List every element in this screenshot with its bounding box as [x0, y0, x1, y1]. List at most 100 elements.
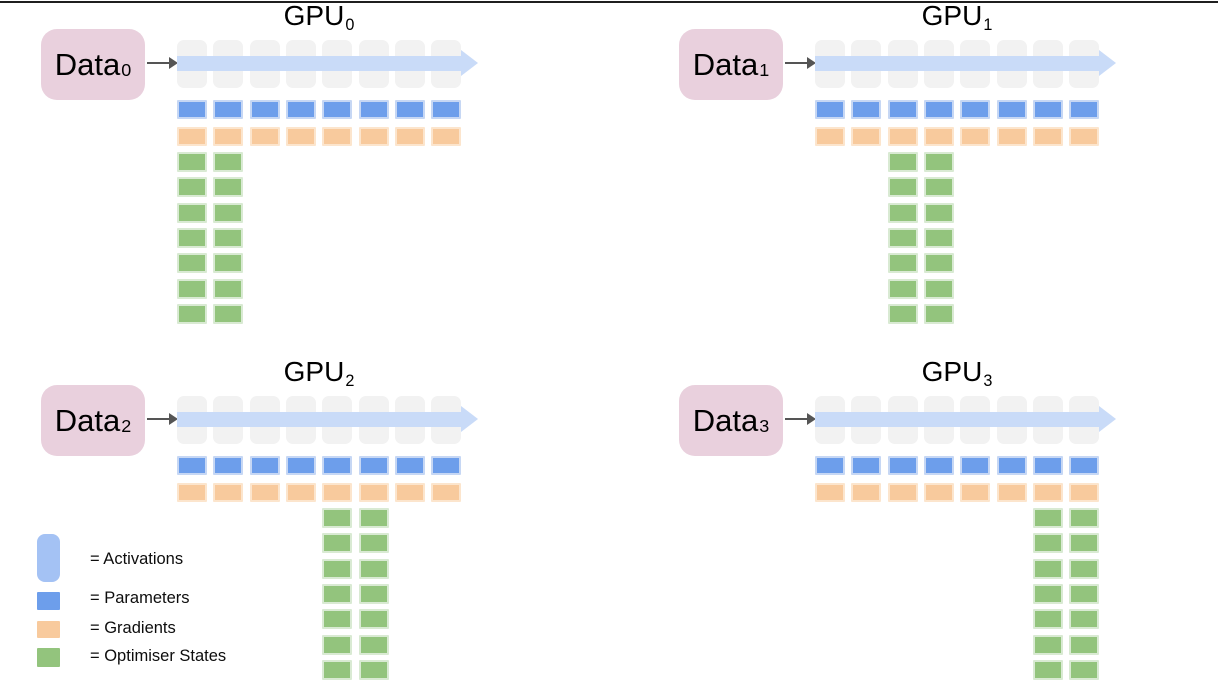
gpu-title-subscript: 0 [345, 16, 355, 35]
gradient-cell [395, 483, 425, 502]
gradient-cell [997, 483, 1027, 502]
parameter-cell [177, 456, 207, 475]
gradient-cell [888, 483, 918, 502]
optimiser-swatch [37, 648, 60, 667]
parameter-cell [395, 456, 425, 475]
gradient-cell [960, 127, 990, 146]
optimiser-cell [888, 253, 918, 273]
gradient-cell [851, 127, 881, 146]
optimiser-cell [213, 177, 243, 197]
optimiser-cell [322, 635, 352, 655]
optimiser-cell [888, 304, 918, 324]
optimiser-cell [1033, 584, 1063, 604]
gradient-cell [213, 127, 243, 146]
optimiser-cell [924, 279, 954, 299]
top-border-line [0, 1, 1218, 3]
gradient-cell [924, 127, 954, 146]
parameter-cell [851, 456, 881, 475]
optimiser-cell [1069, 559, 1099, 579]
parameter-cell [888, 100, 918, 119]
parameter-cell [359, 456, 389, 475]
gradient-cell [888, 127, 918, 146]
optimiser-cell [1033, 533, 1063, 553]
gradient-cell [322, 127, 352, 146]
optimiser-cell [213, 152, 243, 172]
optimiser-cell [213, 304, 243, 324]
optimiser-cell [177, 203, 207, 223]
optimiser-cell [1033, 660, 1063, 680]
gradient-cell [322, 483, 352, 502]
parameter-cell [250, 100, 280, 119]
parameter-cell [322, 456, 352, 475]
parameter-cell [1069, 100, 1099, 119]
parameters-swatch [37, 592, 60, 610]
optimiser-cell [888, 152, 918, 172]
data-to-gpu-arrow [147, 413, 178, 425]
parameter-cell [286, 100, 316, 119]
parameter-cell [431, 456, 461, 475]
parameter-cell [960, 456, 990, 475]
gradient-cell [815, 483, 845, 502]
optimiser-cell [1033, 635, 1063, 655]
legend-label-parameters: = Parameters [90, 589, 190, 607]
gradient-cell [815, 127, 845, 146]
optimiser-cell [924, 253, 954, 273]
optimiser-cell [1069, 660, 1099, 680]
optimiser-cell [924, 228, 954, 248]
optimiser-cell [359, 660, 389, 680]
gradient-cell [250, 483, 280, 502]
optimiser-cell [1069, 609, 1099, 629]
gpu-title-text: GPU [921, 356, 983, 387]
legend-label-activations: = Activations [90, 550, 184, 568]
optimiser-cell [924, 152, 954, 172]
activation-flow-arrow [177, 56, 461, 71]
optimiser-cell [177, 253, 207, 273]
optimiser-cell [177, 279, 207, 299]
optimiser-cell [359, 533, 389, 553]
parameter-cell [286, 456, 316, 475]
optimiser-cell [213, 203, 243, 223]
gradient-cell [960, 483, 990, 502]
gpu-title: GPU3 [815, 357, 1099, 391]
optimiser-cell [888, 279, 918, 299]
gpu-title-subscript: 1 [983, 16, 993, 35]
optimiser-cell [924, 203, 954, 223]
parameter-cell [1033, 456, 1063, 475]
parameter-cell [924, 100, 954, 119]
activation-flow-arrowhead [1099, 50, 1116, 76]
optimiser-cell [359, 609, 389, 629]
optimiser-cell [177, 177, 207, 197]
optimiser-cell [359, 635, 389, 655]
gradient-cell [851, 483, 881, 502]
optimiser-cell [322, 508, 352, 528]
gpu-title-text: GPU [921, 0, 983, 31]
parameter-cell [177, 100, 207, 119]
optimiser-cell [1069, 635, 1099, 655]
data-to-gpu-arrow [785, 413, 816, 425]
gpu-title-subscript: 2 [345, 372, 355, 391]
parameter-cell [924, 456, 954, 475]
gradient-cell [286, 483, 316, 502]
gpu-title-text: GPU [283, 0, 345, 31]
data-box-subscript: 1 [759, 59, 770, 80]
data-box-label: Data [692, 47, 759, 82]
activations-swatch [37, 534, 60, 582]
gradient-cell [177, 483, 207, 502]
gradient-cell [395, 127, 425, 146]
optimiser-cell [177, 228, 207, 248]
optimiser-cell [888, 177, 918, 197]
parameter-cell [851, 100, 881, 119]
gradient-cell [250, 127, 280, 146]
optimiser-cell [1069, 584, 1099, 604]
optimiser-cell [213, 253, 243, 273]
parameter-cell [1069, 456, 1099, 475]
optimiser-cell [322, 609, 352, 629]
optimiser-cell [322, 660, 352, 680]
activation-flow-arrowhead [461, 406, 478, 432]
